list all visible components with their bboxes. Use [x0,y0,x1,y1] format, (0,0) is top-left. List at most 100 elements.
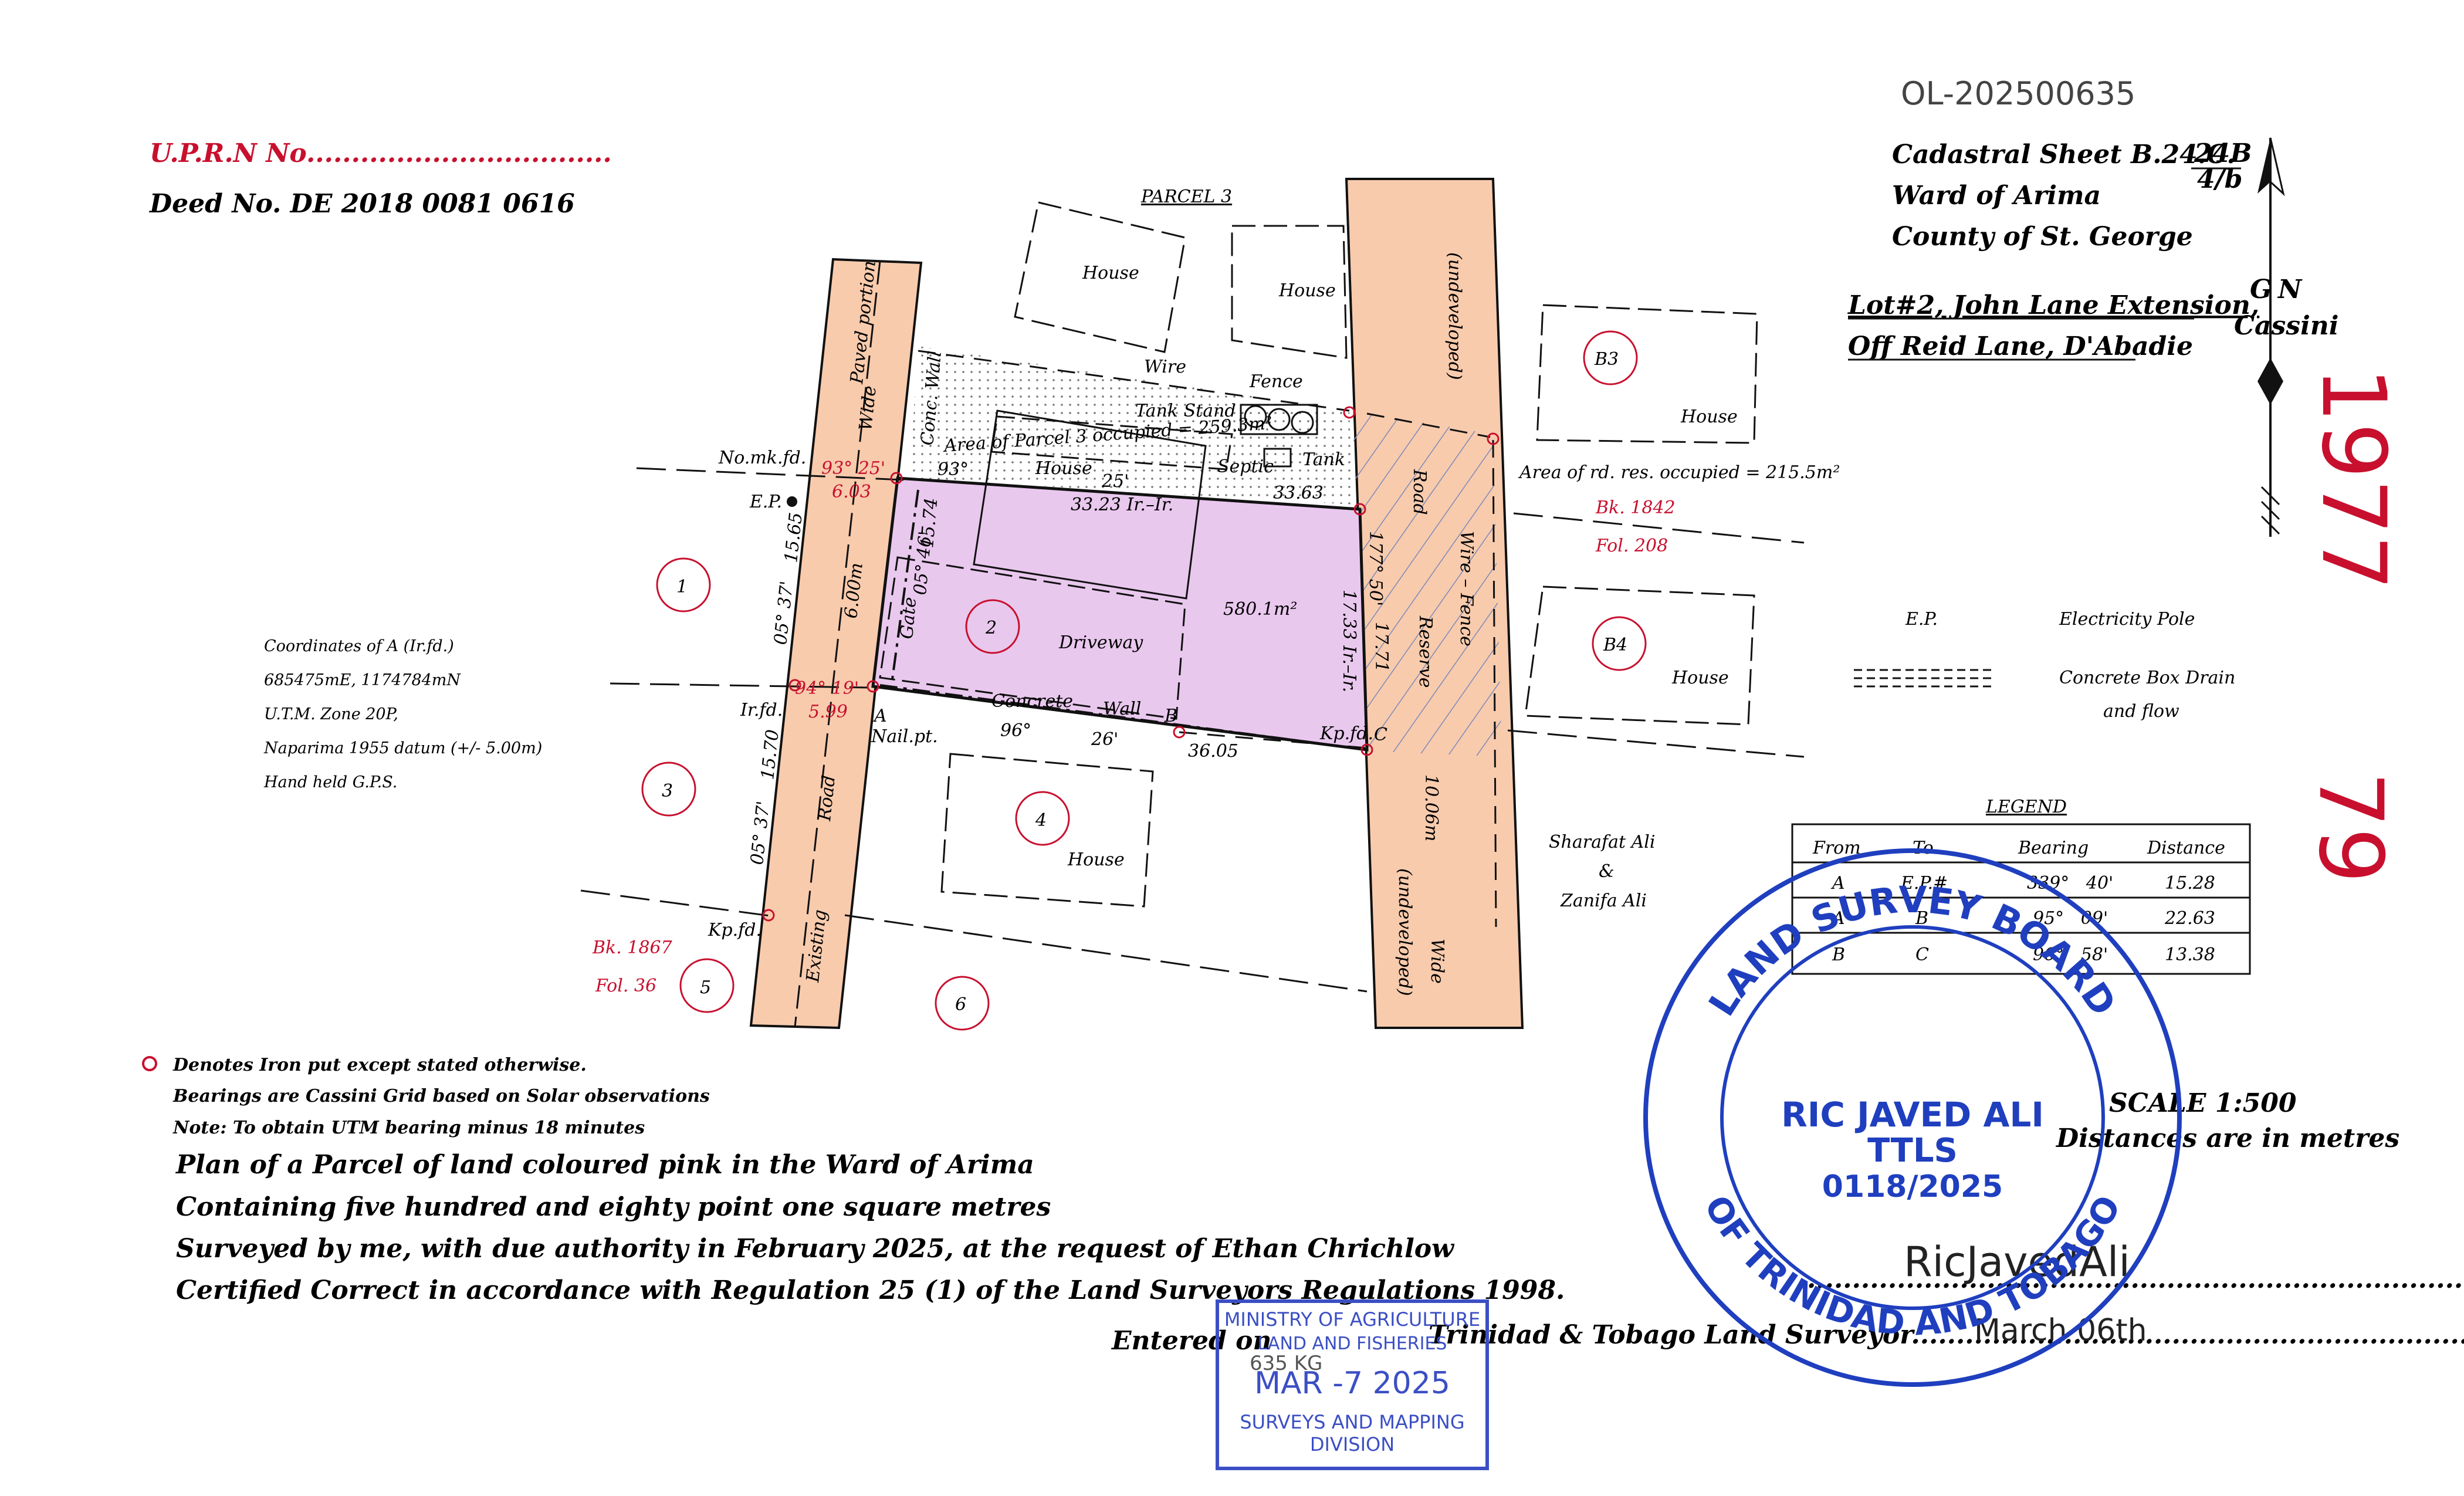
legend-r1-distance: 15.28 [2165,873,2215,893]
margin-number-1977: 1977 [2302,367,2404,591]
lot-6: 6 [955,994,966,1015]
handwritten-ref: OL-202500635 [1901,75,2135,112]
house-parcel3-b [1231,225,1348,359]
wide-label-left: Wide [855,385,881,432]
fence-label: Fence [1249,371,1303,392]
coords-line-1: Coordinates of A (Ir.fd.) [264,637,454,655]
legend-r3-bearing: 96° 58' [2033,945,2108,965]
house-main [973,409,1207,600]
dist-17-71: 17.71 [1371,622,1392,672]
existing-road [749,258,923,1030]
lot-2: 2 [985,618,997,638]
house-label-lot4: House [1067,849,1125,870]
legend-r1-from: A [1830,873,1845,893]
area-main-label: 580.1m² [1223,599,1297,620]
key-ep-abbr: E.P. [1905,609,1938,629]
undeveloped-top: (undeveloped) [1444,252,1465,380]
fol-208: Fol. 208 [1595,536,1668,556]
kpfd-label-left: Kp.fd. [708,920,761,940]
legend-title: LEGEND [1985,797,2067,817]
uprn-label: U.P.R.N No..............................… [150,138,612,168]
lot-line-2: Off Reid Lane, D'Abadie [1848,331,2193,361]
note-3: Note: To obtain UTM bearing minus 18 min… [172,1118,645,1138]
land-survey-board-stamp: LAND SURVEY BOARD OF TRINIDAD AND TOBAGO… [1643,848,2182,1387]
legend-r2-distance: 22.63 [2164,908,2215,929]
entered-label: Entered on [1111,1326,1271,1356]
bearing-93-top: 93° [937,459,969,480]
scale-label: SCALE 1:500 [2109,1088,2297,1118]
ministry-line-2: LAND AND FISHERIES [1258,1333,1447,1354]
ministry-line-4: DIVISION [1310,1433,1395,1456]
stamp-arc-top: LAND SURVEY BOARD [1700,878,2125,1024]
point-a: A [872,706,887,726]
house-label-c: House [1035,458,1092,479]
house-label-b4: House [1671,668,1729,688]
house-parcel3-a [1014,201,1186,353]
electricity-pole-icon [787,496,797,507]
gate-label: Gate [896,596,920,639]
bearing-94-19: 94° 19' [795,678,859,699]
key-drain-desc-1: Concrete Box Drain [2059,668,2235,688]
lot-markers [641,330,1647,1031]
legend-header-from: From [1812,838,1861,858]
wall-label: Wall [1103,699,1141,719]
ttls-line: ........................................… [1807,1264,2464,1294]
cadastral-frac-top: 24B [2194,138,2252,168]
driveway-label: Driveway [1058,632,1143,653]
point-c: C [1374,725,1387,745]
driveway-box [879,556,1186,720]
coords-line-2: 685475mE, 1174784mN [264,671,461,689]
ministry-stamp: MINISTRY OF AGRICULTURE LAND AND FISHERI… [1216,1299,1489,1470]
svg-text:LAND SURVEY BOARD: LAND SURVEY BOARD [1700,878,2125,1024]
lot-4: 4 [1035,810,1047,831]
legend-r3-to: C [1915,945,1929,965]
irfd-label: Ir.fd. [740,700,783,720]
point-b: B [1164,706,1177,726]
bearing-177-50: 177° 50' [1365,531,1386,606]
margin-number-79: 79 [2299,771,2401,884]
dist-33-63: 33.63 [1273,483,1324,503]
owner-1: Sharafat Ali [1549,832,1655,852]
house-parcel3-c [990,415,1233,471]
owner-2: Zanifa Ali [1560,891,1647,911]
iron-symbol-icon [142,1056,157,1071]
dist-36-05: 36.05 [1188,741,1238,761]
legend-header-distance: Distance [2147,838,2225,858]
tank-stand-label: Tank Stand [1135,401,1236,421]
legend-r2-to: B [1915,908,1928,929]
concrete-label: Concrete [991,691,1073,712]
legend-r3-from: B [1832,945,1845,965]
house-b4 [1524,585,1755,726]
top-distance: 33.23 Ir.–Ir. [1071,495,1173,515]
undeveloped-bottom: (undeveloped) [1395,868,1415,996]
bearing-93-25: 93° 25' [821,458,885,479]
legend-r3-distance: 13.38 [2165,945,2215,965]
plan-line-1: Plan of a Parcel of land coloured pink i… [175,1150,1034,1180]
county: County of St. George [1892,222,2193,252]
wire-fence-top [918,350,1350,412]
survey-points [762,406,1500,922]
septic-icon [1263,448,1292,468]
key-drain-desc-2: and flow [2103,701,2179,722]
coords-line-4: Naparima 1955 datum (+/- 5.00m) [263,739,542,757]
parcel3-label: PARCEL 3 [1140,187,1232,207]
cadastral-sheet: Cadastral Sheet B.24.C. [1892,140,2236,170]
distances-label: Distances are in metres [2055,1123,2399,1153]
stamp-ttls: TTLS [1867,1132,1958,1170]
north-arrow-icon [2257,137,2285,537]
road-reserve-occupied [1352,411,1502,757]
bk-1842: Bk. 1842 [1595,497,1676,518]
reserve-label: Reserve [1415,615,1436,688]
owner-amp: & [1599,861,1615,882]
north-cassini: Cassini [2234,311,2339,341]
house-label-b3: House [1680,407,1738,427]
lot-3: 3 [662,781,673,801]
lot-5: 5 [700,977,711,998]
wire-fence-right: Wire – Fence [1456,531,1477,647]
coords-line-3: U.T.M. Zone 20P, [264,705,398,723]
key-ep-desc: Electricity Pole [2059,609,2195,629]
parcel-pink [871,476,1369,752]
plan-line-2: Containing five hundred and eighty point… [176,1192,1051,1222]
fol-36: Fol. 36 [595,976,656,996]
